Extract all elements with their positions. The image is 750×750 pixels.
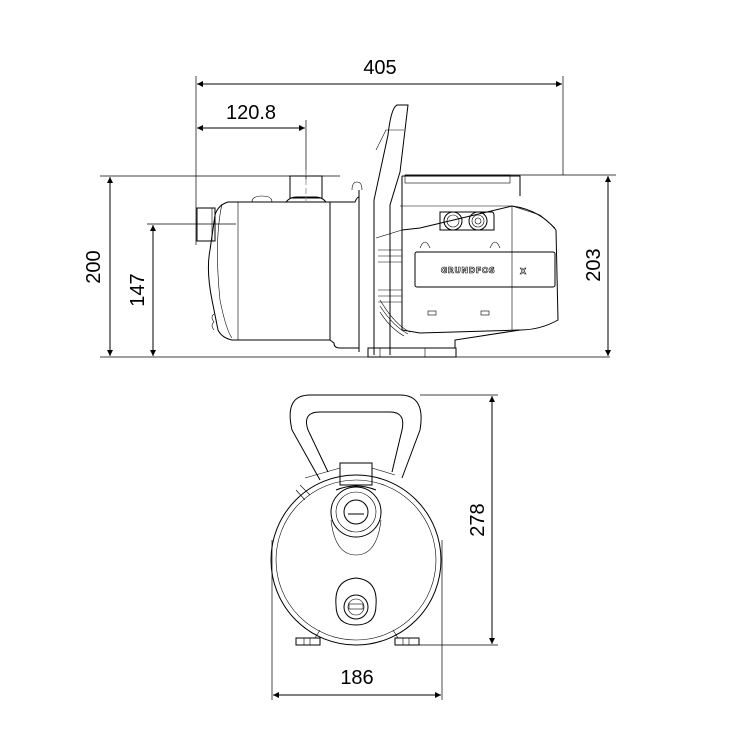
dim-label-120-8: 120.8 xyxy=(226,102,276,124)
foot-left xyxy=(295,637,321,646)
dimension-inlet-to-outlet: 120.8 xyxy=(197,102,307,180)
dim-label-200: 200 xyxy=(83,250,105,283)
dimension-height-203: 203 xyxy=(405,174,616,356)
dim-label-186: 186 xyxy=(340,667,373,689)
handle-front xyxy=(289,394,422,481)
brand-panel xyxy=(414,251,556,288)
inlet-port xyxy=(196,207,216,242)
dim-label-203: 203 xyxy=(583,248,605,281)
inlet-port-front xyxy=(343,499,369,525)
brand-mark-icon: X xyxy=(520,267,527,276)
base-foot xyxy=(367,347,457,358)
dim-label-278: 278 xyxy=(467,503,489,536)
foot-right xyxy=(394,637,420,646)
dim-label-147: 147 xyxy=(127,273,149,306)
dimension-height-278: 278 xyxy=(418,394,498,646)
outlet-port-front xyxy=(339,462,373,486)
dimension-height-200: 200 xyxy=(83,175,610,358)
dimension-overall-length: 405 xyxy=(195,57,564,245)
drain-plug-housing xyxy=(335,577,377,626)
pump-side-drawing: GRUNDFOS X xyxy=(196,104,559,358)
dim-label-405: 405 xyxy=(363,57,396,79)
brand-label: GRUNDFOS xyxy=(441,266,496,275)
pump-front-drawing xyxy=(270,394,442,646)
dimension-inlet-height-147: 147 xyxy=(127,223,236,356)
dimension-width-186: 186 xyxy=(271,540,443,700)
handle-side xyxy=(373,104,409,355)
side-view: 405 120.8 200 147 203 xyxy=(83,57,616,358)
front-view: 278 186 xyxy=(270,394,498,700)
pump-body-outer xyxy=(270,474,442,646)
drain-plug xyxy=(343,594,369,620)
